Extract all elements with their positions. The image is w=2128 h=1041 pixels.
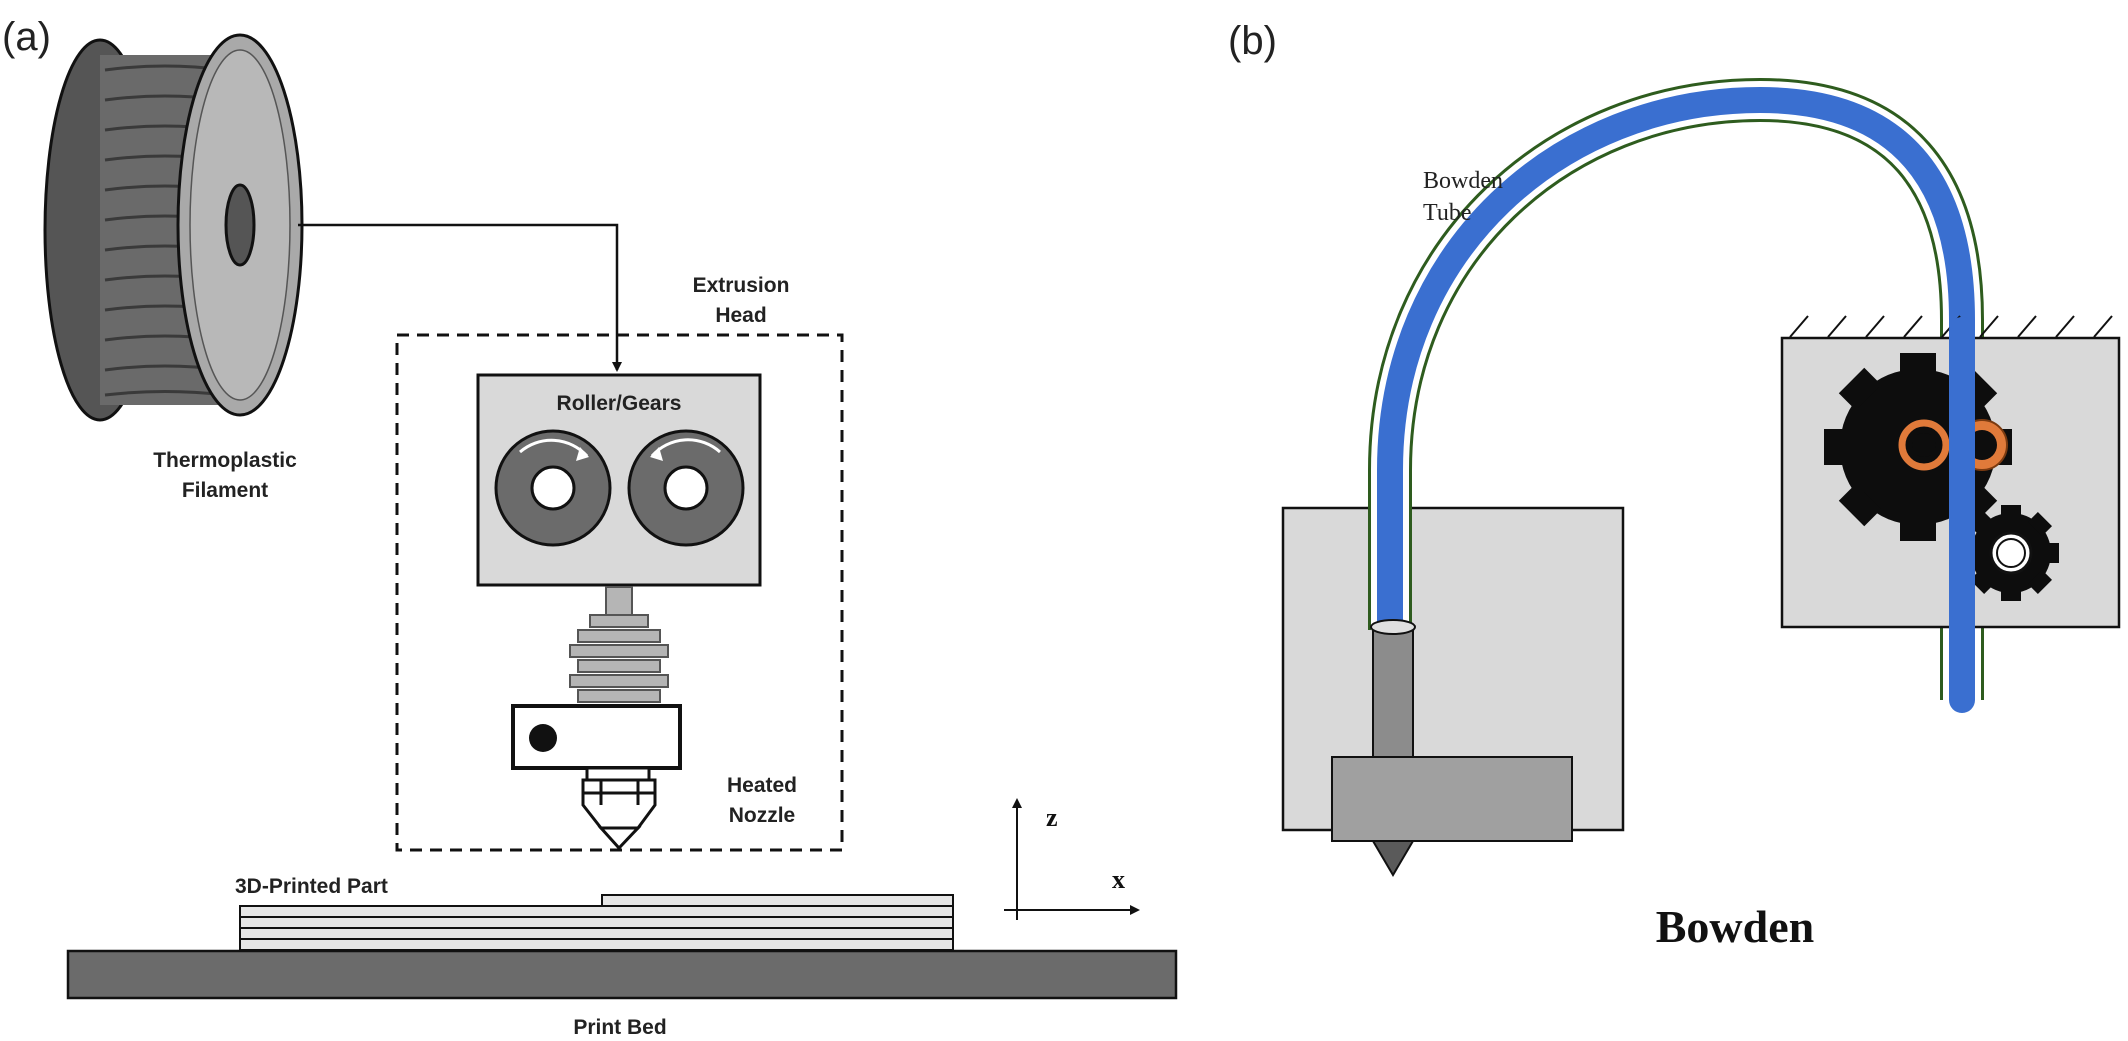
filament-label-line1: Thermoplastic — [153, 449, 297, 472]
filament-label-line2: Filament — [182, 479, 268, 502]
bowden-caption: Bowden — [1656, 901, 1814, 952]
extrusion-head-label-line1: Extrusion — [693, 274, 790, 297]
extrusion-head-boundary — [395, 333, 844, 852]
roller-gears-label: Roller/Gears — [557, 392, 682, 415]
panel-a: (a) — [2, 15, 1178, 1039]
hotend-barrel — [1370, 619, 1416, 762]
extrusion-head-label-line2: Head — [715, 304, 766, 327]
left-roller — [494, 429, 612, 547]
filament-path-arrow — [298, 223, 622, 372]
bowden-tube-label-line1: Bowden — [1423, 168, 1503, 194]
nozzle-label-line2: Nozzle — [729, 804, 796, 827]
heated-nozzle — [581, 766, 657, 851]
nozzle-label-line1: Heated — [727, 774, 797, 797]
panel-b-tag: (b) — [1228, 19, 1277, 63]
drive-hob — [1898, 419, 1950, 471]
small-gear — [1963, 505, 2059, 601]
axis-indicator — [1004, 798, 1140, 920]
right-roller — [627, 429, 745, 547]
axis-x-label: x — [1112, 865, 1125, 894]
printed-part-label: 3D-Printed Part — [235, 875, 388, 898]
hotend-nozzle-tip — [1371, 840, 1415, 877]
print-bed — [66, 949, 1178, 1000]
print-bed-label: Print Bed — [573, 1016, 666, 1039]
hotend-heater-block — [1331, 756, 1573, 842]
heater-cartridge — [529, 724, 557, 752]
bowden-tube — [1368, 77, 1984, 700]
heat-break-and-sink — [569, 586, 669, 703]
panel-a-tag: (a) — [2, 15, 51, 59]
axis-z-label: z — [1046, 803, 1058, 832]
bowden-tube-label-line2: Tube — [1423, 200, 1471, 226]
printed-part — [239, 894, 954, 951]
filament-spool — [43, 33, 304, 422]
panel-b: (b) Bowden Tube — [1228, 19, 2121, 952]
